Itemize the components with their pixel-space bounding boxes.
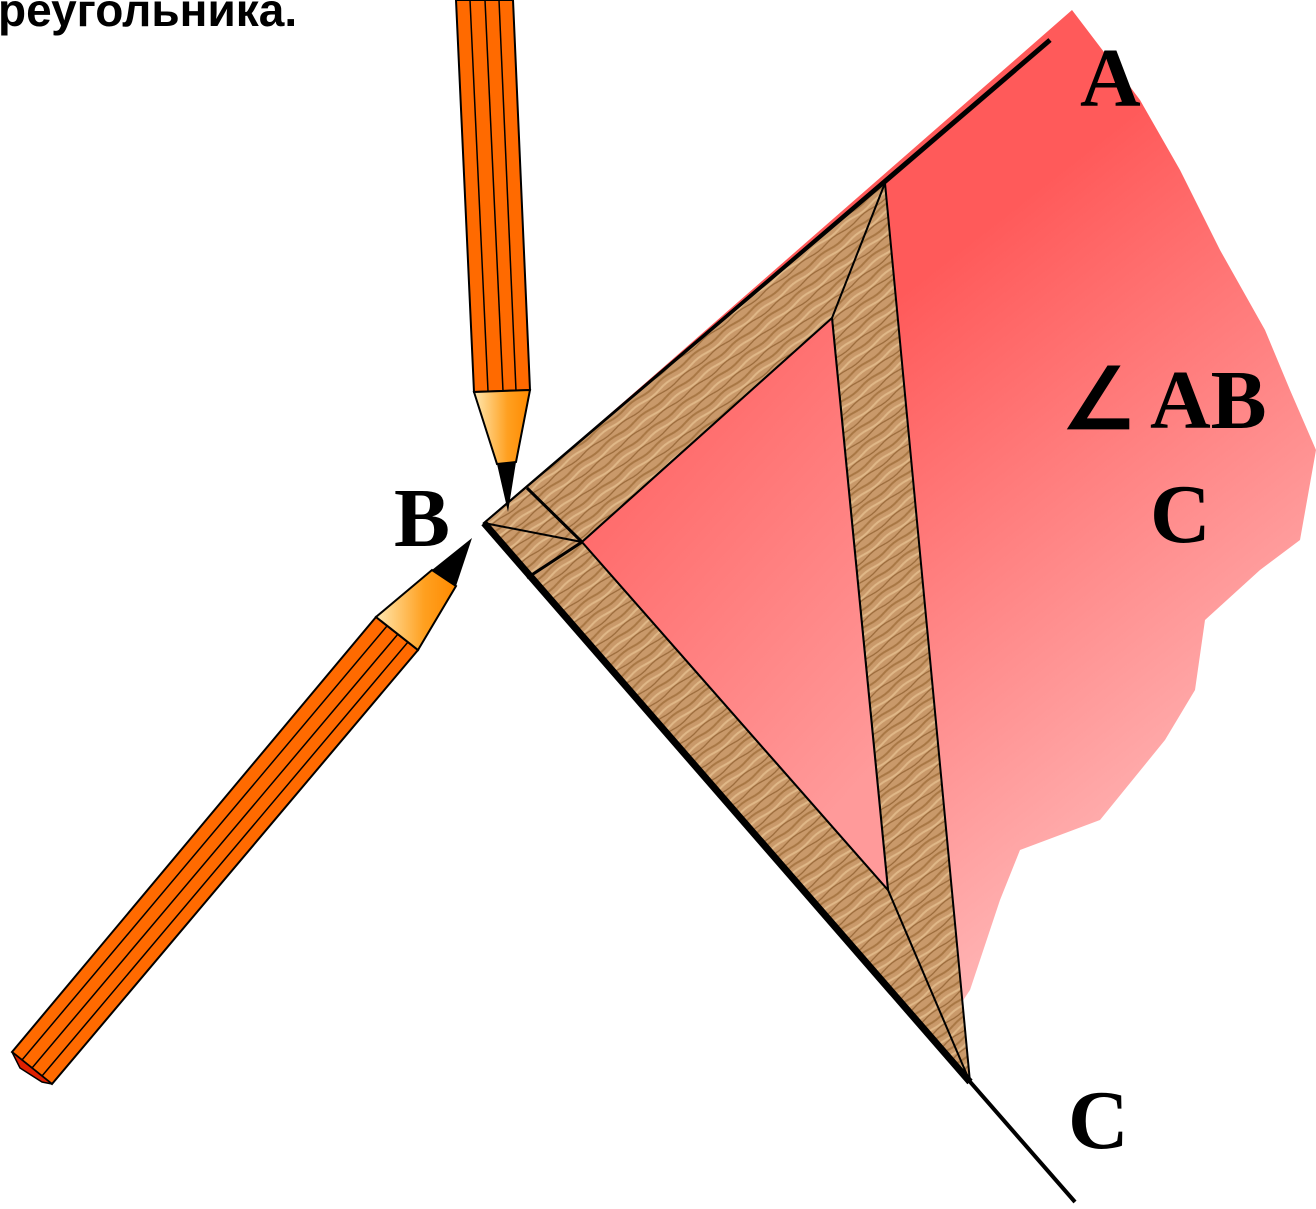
angle-symbol: ∠ [1062,354,1137,447]
heading-fragment: реугольника. [0,0,297,36]
angle-notation: ∠ AB C [1062,354,1267,561]
label-point-c: C [1068,1074,1129,1167]
set-square [481,180,973,1086]
label-point-b: B [394,472,450,565]
angle-label-line1: AB [1150,354,1267,447]
pencil-vertical [454,0,532,512]
pencil-diagonal [10,538,472,1086]
label-point-a: A [1080,32,1141,125]
angle-label-line2: C [1150,468,1211,561]
